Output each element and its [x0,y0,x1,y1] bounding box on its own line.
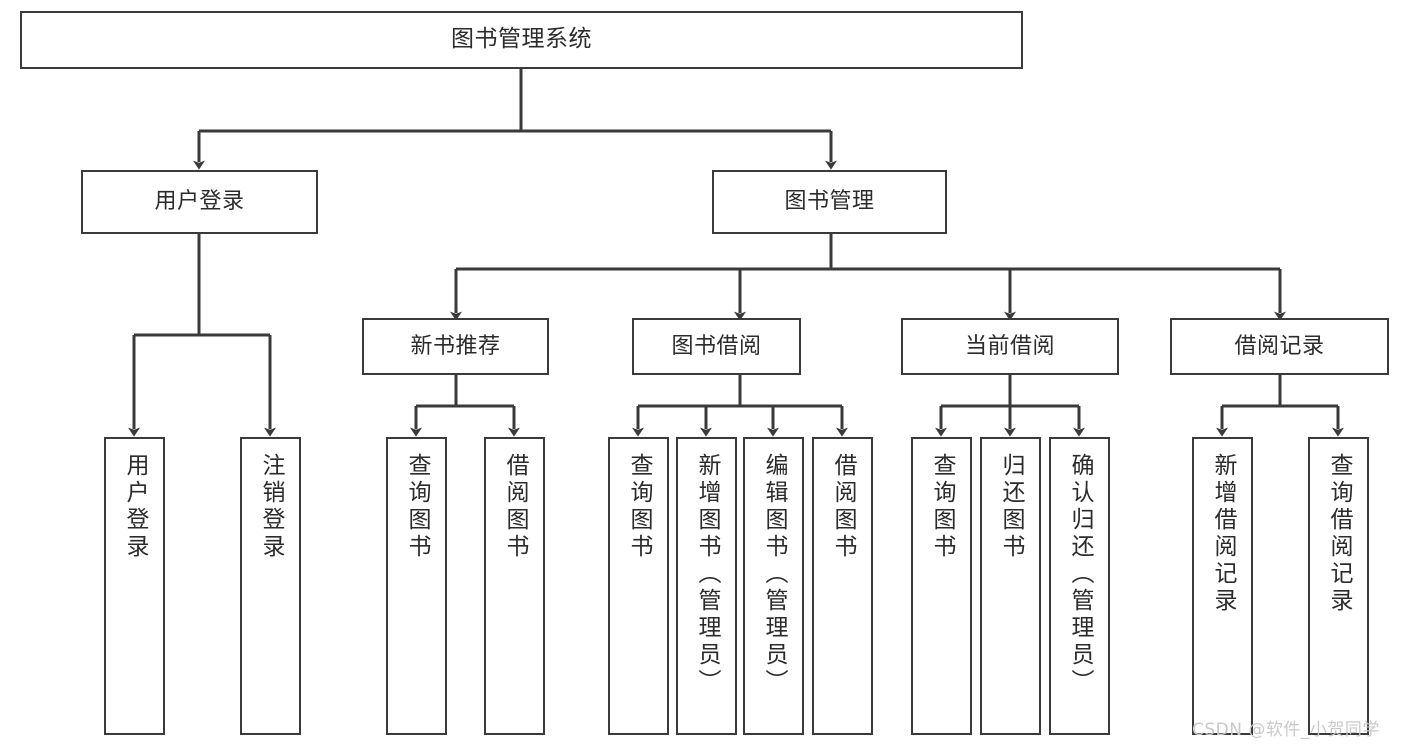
node-borrow-record[interactable]: 借阅记录 [1170,318,1389,375]
node-label: 新增借阅记录 [1210,453,1236,615]
node-current-borrow[interactable]: 当前借阅 [901,318,1119,375]
node-label: 查询借阅记录 [1326,453,1352,615]
node-leaf-add-book[interactable]: 新增图书（管理员） [676,437,737,735]
node-label: 图书借阅 [671,333,762,359]
node-leaf-confirm-return[interactable]: 确认归还（管理员） [1049,437,1110,735]
node-label: 借阅图书 [830,453,856,561]
node-label: 用户登录 [154,189,245,215]
node-label: 借阅记录 [1234,333,1325,359]
node-leaf-query-book-2[interactable]: 查询图书 [608,437,669,735]
node-leaf-query-book-1[interactable]: 查询图书 [386,437,447,735]
node-label: 查询图书 [626,453,652,561]
node-label: 新书推荐 [410,333,501,359]
node-label: 确认归还（管理员） [1067,453,1093,696]
node-leaf-borrow-book-2[interactable]: 借阅图书 [812,437,873,735]
node-leaf-query-record[interactable]: 查询借阅记录 [1308,437,1369,735]
node-label: 查询图书 [929,453,955,561]
node-label: 借阅图书 [502,453,528,561]
node-label: 归还图书 [998,453,1024,561]
node-new-book-recommend[interactable]: 新书推荐 [362,318,549,375]
node-label: 新增图书（管理员） [694,453,720,696]
node-leaf-return-book[interactable]: 归还图书 [980,437,1041,735]
node-label: 注销登录 [258,453,284,561]
node-leaf-user-login[interactable]: 用户登录 [104,437,165,735]
node-leaf-query-book-3[interactable]: 查询图书 [911,437,972,735]
node-leaf-borrow-book-1[interactable]: 借阅图书 [484,437,545,735]
csdn-watermark: CSDN @软件_小贺同学 [1192,720,1380,740]
node-leaf-add-record[interactable]: 新增借阅记录 [1192,437,1253,735]
node-label: 查询图书 [404,453,430,561]
node-label: 编辑图书（管理员） [761,453,787,696]
node-book-borrow[interactable]: 图书借阅 [632,318,801,375]
node-user-login[interactable]: 用户登录 [81,170,318,234]
node-leaf-logout-login[interactable]: 注销登录 [240,437,301,735]
node-label: 当前借阅 [964,333,1055,359]
node-label: 图书管理系统 [451,26,592,53]
node-label: 用户登录 [122,453,148,561]
node-leaf-edit-book[interactable]: 编辑图书（管理员） [743,437,804,735]
node-root-book-management-system[interactable]: 图书管理系统 [20,11,1023,69]
node-label: 图书管理 [784,189,875,215]
node-book-management[interactable]: 图书管理 [712,170,947,234]
